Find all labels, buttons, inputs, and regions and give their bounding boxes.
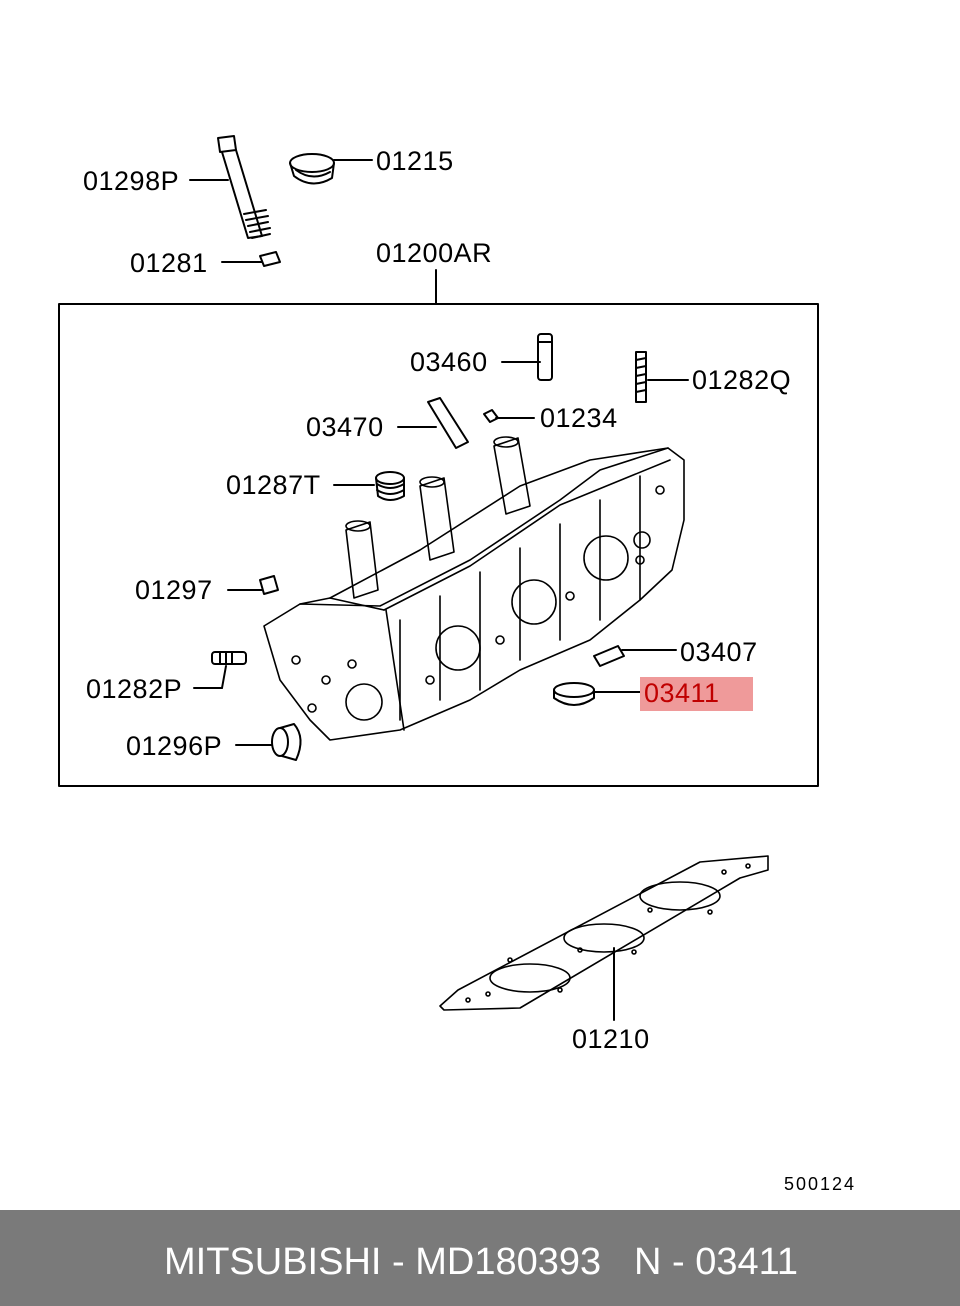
guide-03407 — [593, 645, 625, 667]
callout-01282q: 01282Q — [692, 365, 792, 395]
callout-03470: 03470 — [306, 412, 384, 442]
seal-03411 — [553, 682, 595, 706]
stud-01282q — [635, 351, 647, 403]
cap-01297 — [259, 575, 279, 595]
plug-01215 — [289, 153, 335, 185]
pin-03460 — [537, 333, 553, 381]
pin-03470 — [427, 397, 469, 449]
callout-01296p: 01296P — [126, 731, 223, 761]
nut-01234 — [483, 409, 499, 423]
bolt-01298p — [217, 135, 271, 239]
callout-highlight — [640, 677, 753, 711]
callout-01215: 01215 — [376, 146, 454, 176]
callout-01282p: 01282P — [86, 674, 183, 704]
callout-01210: 01210 — [572, 1024, 650, 1054]
callout-03460: 03460 — [410, 347, 488, 377]
callout-01281: 01281 — [130, 248, 208, 278]
plug-01296p — [271, 723, 302, 761]
footer-part-number: MITSUBISHI - MD180393 — [164, 1241, 602, 1283]
callout-01234: 01234 — [540, 403, 618, 433]
cylinder-head-01200ar — [263, 436, 685, 741]
footer-reference: N - 03411 — [634, 1241, 799, 1283]
head-gasket-01210 — [439, 855, 769, 1011]
stud-01282p — [211, 651, 247, 665]
footer-bar — [0, 1210, 960, 1306]
callout-03407: 03407 — [680, 637, 758, 667]
callout-03411: 03411 — [644, 678, 720, 708]
parts-diagram — [58, 135, 819, 1021]
callout-01287t: 01287T — [226, 470, 321, 500]
assembly-box — [58, 303, 819, 787]
spring-01287t — [375, 471, 405, 501]
washer-01281 — [259, 251, 281, 267]
callout-01298p: 01298P — [83, 166, 180, 196]
callout-01200ar: 01200AR — [376, 238, 493, 268]
callout-01297: 01297 — [135, 575, 213, 605]
diagram-code: 500124 — [784, 1174, 857, 1194]
